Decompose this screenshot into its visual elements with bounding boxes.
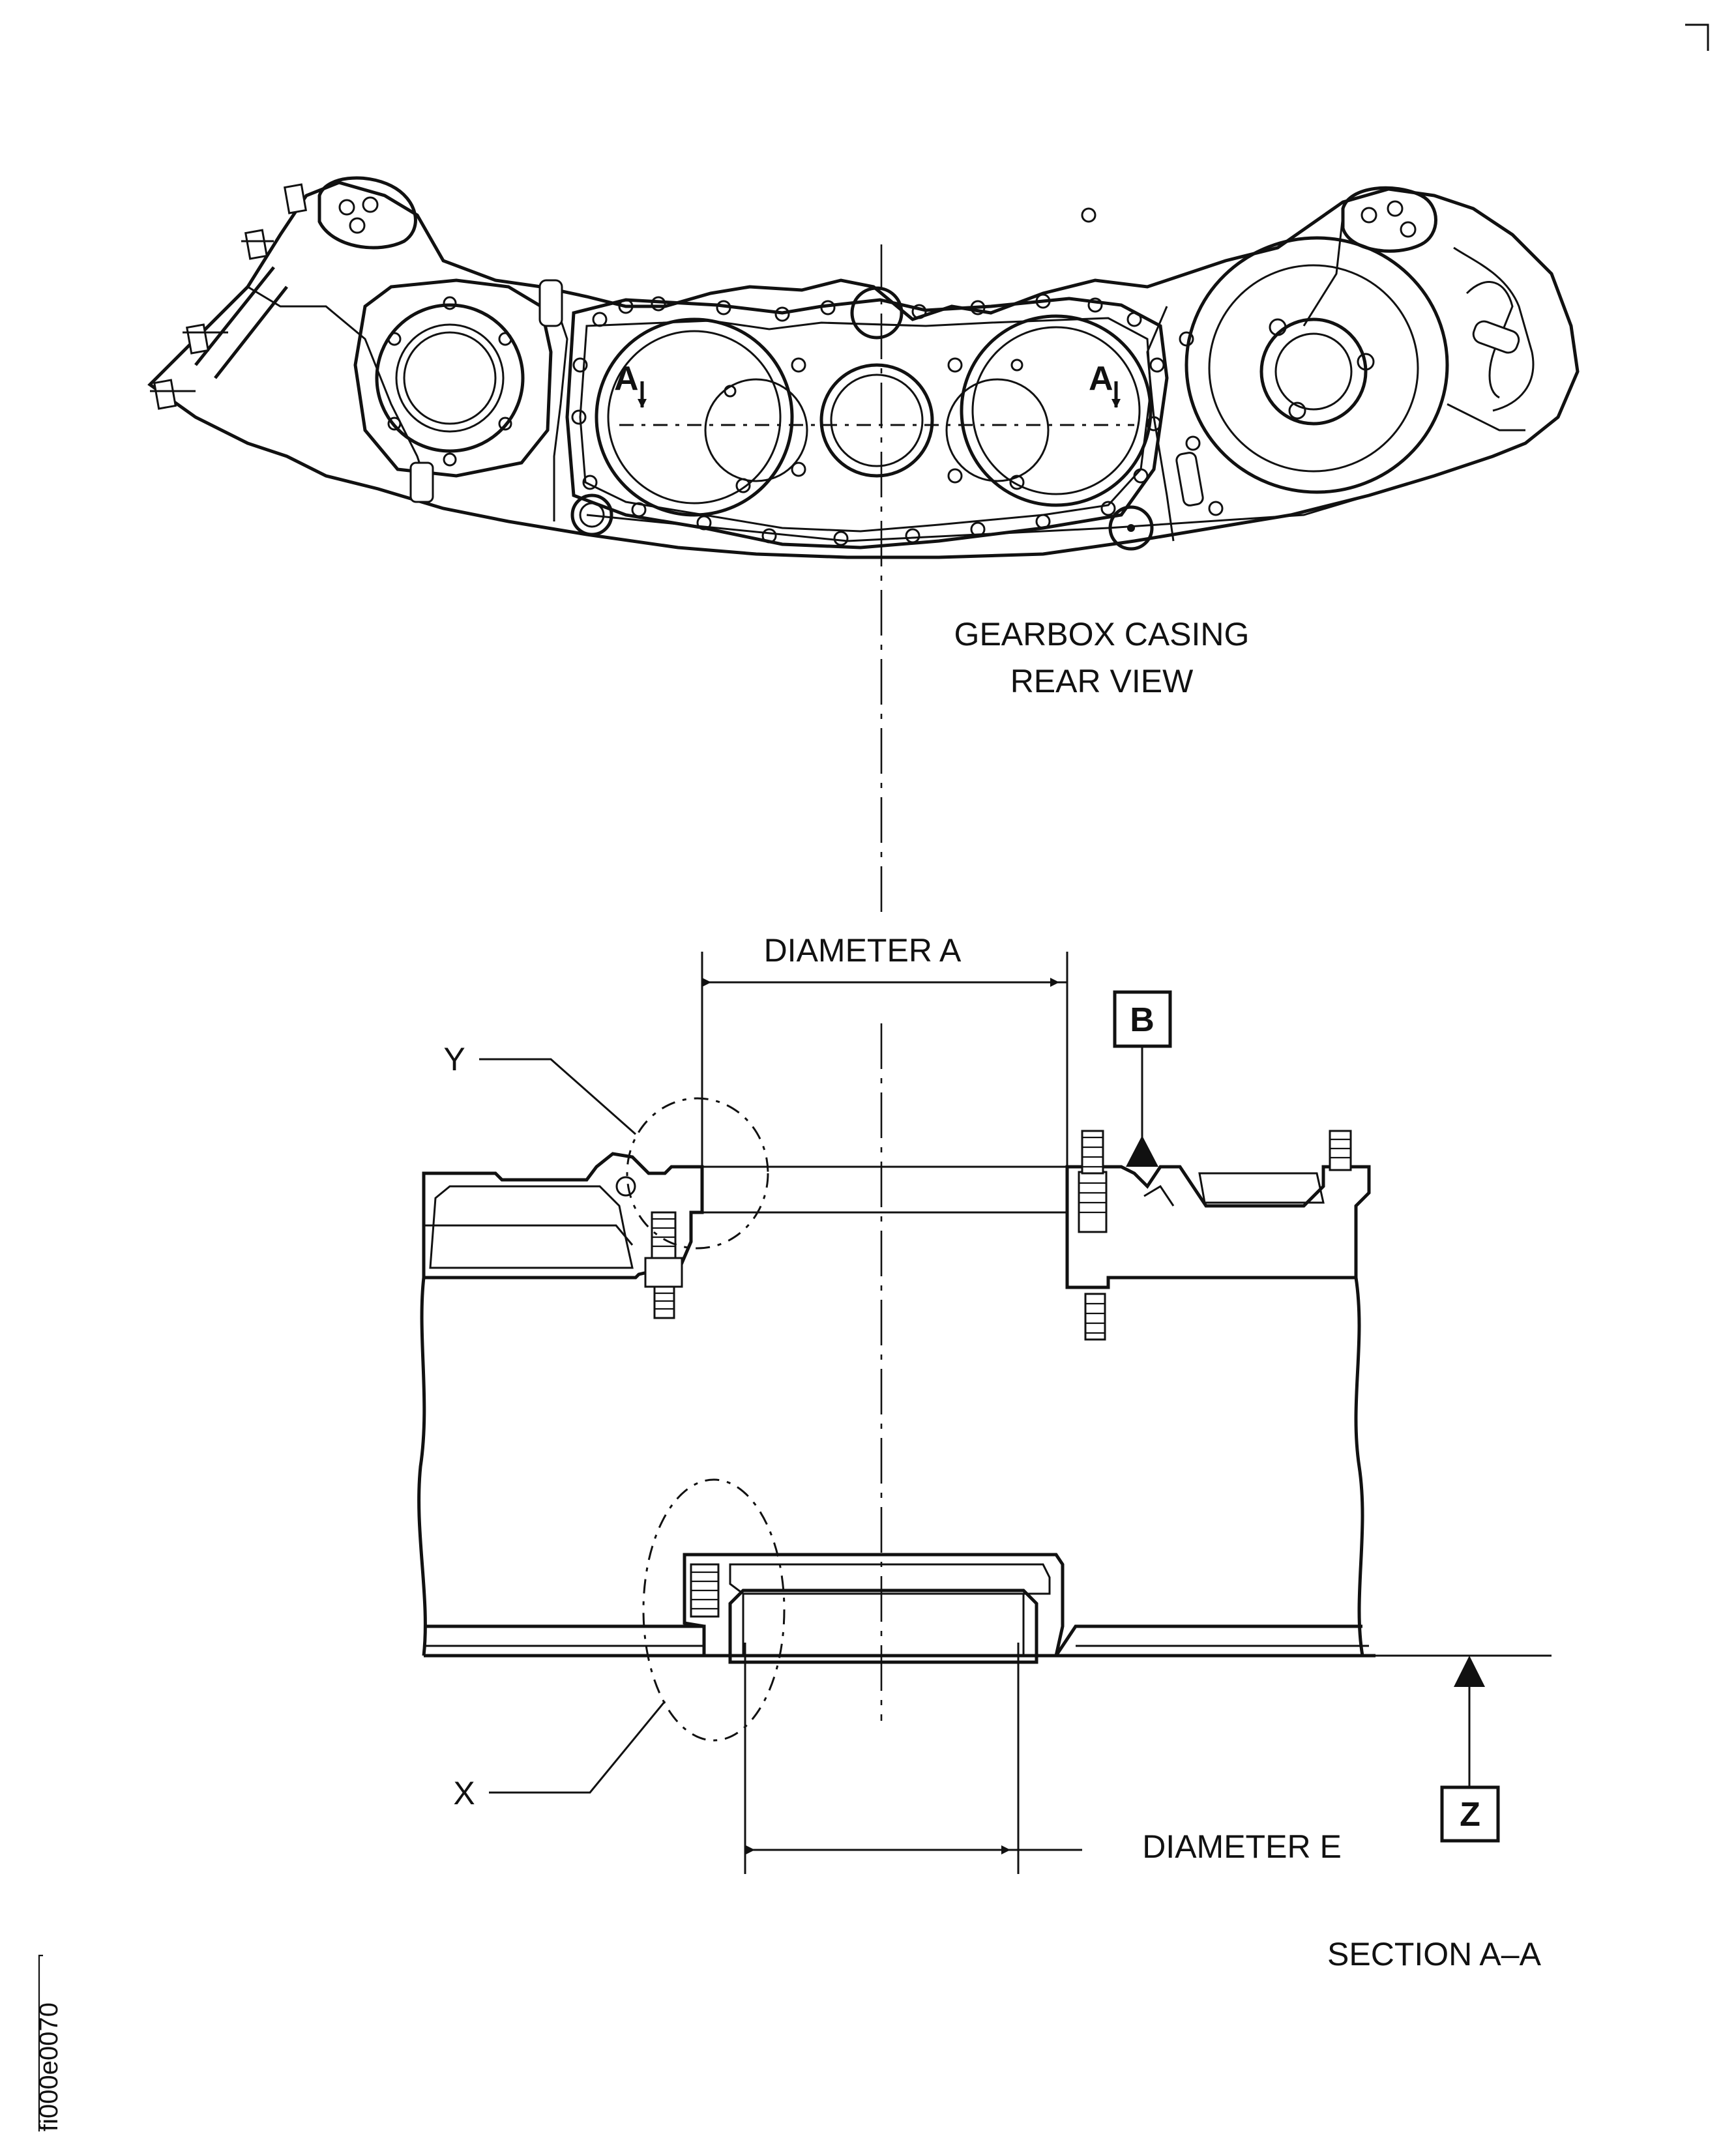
section-title: SECTION A–A: [1327, 1936, 1542, 1972]
section-marker-left: A: [614, 360, 639, 398]
diameter-a-label: DIAMETER A: [764, 932, 962, 969]
detail-y-label: Y: [443, 1041, 465, 1077]
figure-id-bracket: [38, 1954, 43, 2131]
section-a-a-drawing: [417, 952, 1552, 1874]
diameter-e-label: DIAMETER E: [1142, 1828, 1342, 1865]
datum-z-label: Z: [1460, 1796, 1480, 1834]
corner-crop-mark: [1685, 23, 1709, 51]
datum-b-label: B: [1130, 1001, 1155, 1039]
view-title-line1: GEARBOX CASING: [954, 616, 1250, 652]
section-marker-right: A: [1089, 360, 1113, 398]
view-title-line2: REAR VIEW: [1010, 663, 1194, 699]
detail-x-label: X: [453, 1775, 475, 1811]
gearbox-rear-view: [147, 176, 1580, 559]
